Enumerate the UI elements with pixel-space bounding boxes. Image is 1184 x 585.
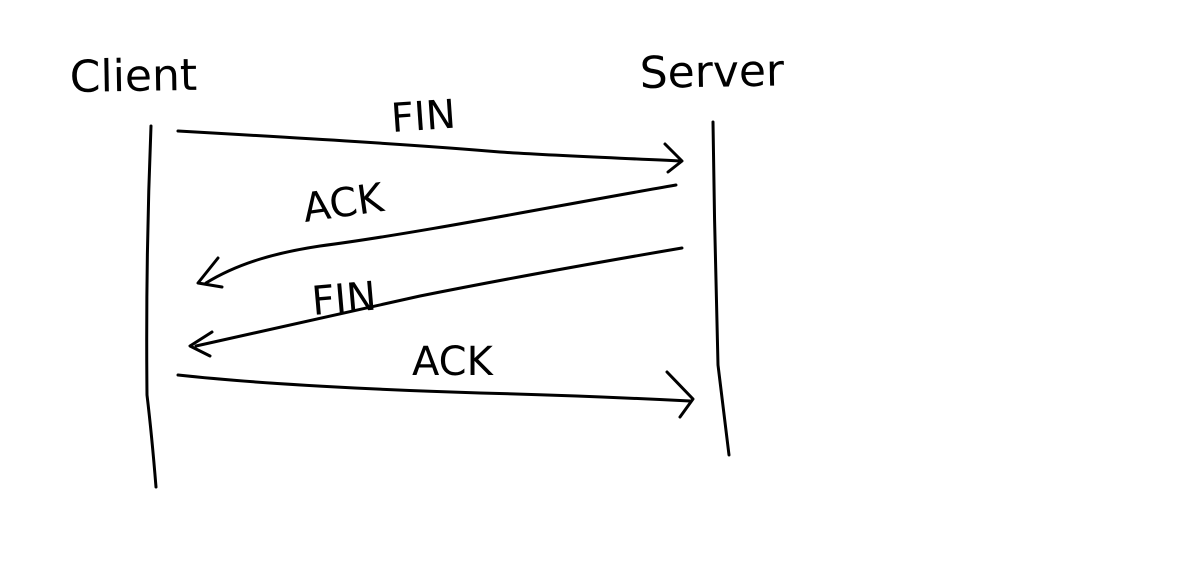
server-label: Server [639,45,785,99]
message-ack-1-label: ACK [300,175,388,232]
message-ack-1-arrowhead [196,256,224,289]
message-ack-2-label: ACK [412,339,495,385]
message-fin-1-label: FIN [389,92,457,142]
message-fin-2-arrow-line [194,246,684,348]
message-ack-2: ACK [176,339,695,419]
message-fin-2: FIN [188,246,684,358]
client-lifeline [145,124,158,489]
message-ack-1-arrow-line [204,183,678,285]
server-lifeline [711,120,731,457]
message-fin-1: FIN [176,92,684,174]
message-fin-1-arrowhead [663,142,684,174]
message-fin-2-label: FIN [310,273,378,324]
message-ack-2-arrow-line [176,373,692,403]
message-ack-1: ACK [196,175,678,289]
message-fin-1-arrow-line [176,129,682,163]
message-ack-2-arrowhead [665,370,695,419]
message-fin-2-arrowhead [188,330,214,358]
client-label: Client [69,50,197,103]
